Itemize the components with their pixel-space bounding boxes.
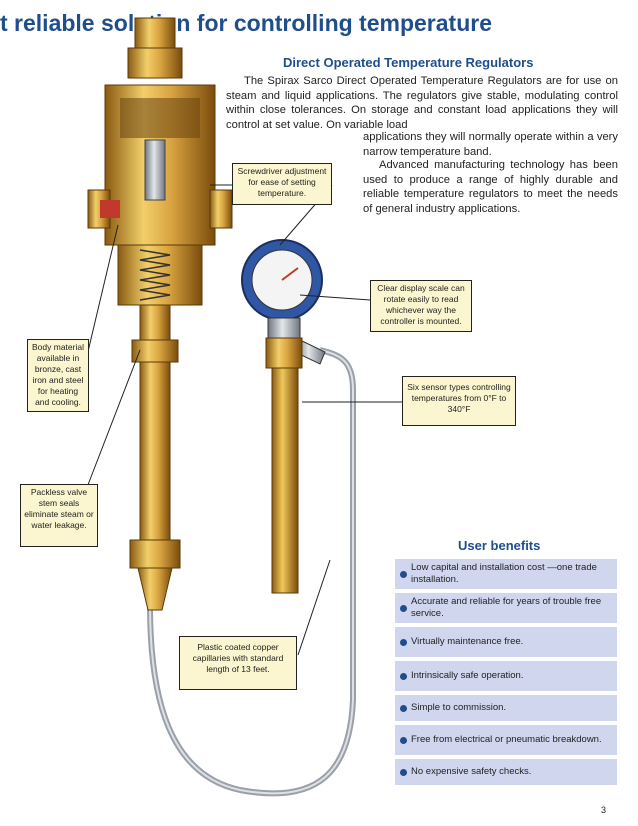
benefit-text: Accurate and reliable for years of troub… xyxy=(411,596,602,619)
benefit-text: Free from electrical or pneumatic breakd… xyxy=(411,734,602,745)
benefit-text: Virtually maintenance free. xyxy=(411,636,524,647)
benefit-item: Virtually maintenance free. xyxy=(395,627,617,657)
benefit-item: No expensive safety checks. xyxy=(395,759,617,785)
benefit-item: Free from electrical or pneumatic breakd… xyxy=(395,725,617,755)
valve-body xyxy=(87,17,233,306)
callout-body-material: Body material available in bronze, cast … xyxy=(27,339,89,412)
bullet-icon xyxy=(400,570,407,578)
intro-paragraph-1: The Spirax Sarco Direct Operated Tempera… xyxy=(226,75,618,131)
bullet-icon xyxy=(400,768,407,776)
intro-paragraph-2: applications they will normally operate … xyxy=(363,131,618,158)
benefits-title: User benefits xyxy=(458,538,541,553)
callout-capillaries: Plastic coated copper capillaries with s… xyxy=(179,636,297,690)
page-title: t reliable solution for controlling temp… xyxy=(0,10,492,36)
benefit-item: Accurate and reliable for years of troub… xyxy=(395,593,617,623)
bullet-icon xyxy=(400,704,407,712)
callout-packless-valve: Packless valve stem seals eliminate stea… xyxy=(20,484,98,547)
page-number: 3 xyxy=(601,805,607,815)
intro-paragraph-3: Advanced manufacturing technology has be… xyxy=(363,159,618,215)
callout-screwdriver: Screwdriver adjustment for ease of setti… xyxy=(232,163,332,205)
benefit-text: Simple to commission. xyxy=(411,702,507,713)
capillary-tube xyxy=(147,347,356,797)
bullet-icon xyxy=(400,604,407,612)
benefit-text: Low capital and installation cost —one t… xyxy=(411,562,597,585)
benefit-item: Intrinsically safe operation. xyxy=(395,661,617,691)
benefit-text: No expensive safety checks. xyxy=(411,766,532,777)
benefit-item: Low capital and installation cost —one t… xyxy=(395,559,617,589)
section-subheading: Direct Operated Temperature Regulators xyxy=(283,55,534,70)
callout-sensor-types: Six sensor types controlling temperature… xyxy=(402,376,516,426)
callout-display-scale: Clear display scale can rotate easily to… xyxy=(370,280,472,332)
bullet-icon xyxy=(400,672,407,680)
bullet-icon xyxy=(400,736,407,744)
benefit-item: Simple to commission. xyxy=(395,695,617,721)
sensor-bulb xyxy=(241,239,326,594)
bullet-icon xyxy=(400,638,407,646)
benefit-text: Intrinsically safe operation. xyxy=(411,670,524,681)
